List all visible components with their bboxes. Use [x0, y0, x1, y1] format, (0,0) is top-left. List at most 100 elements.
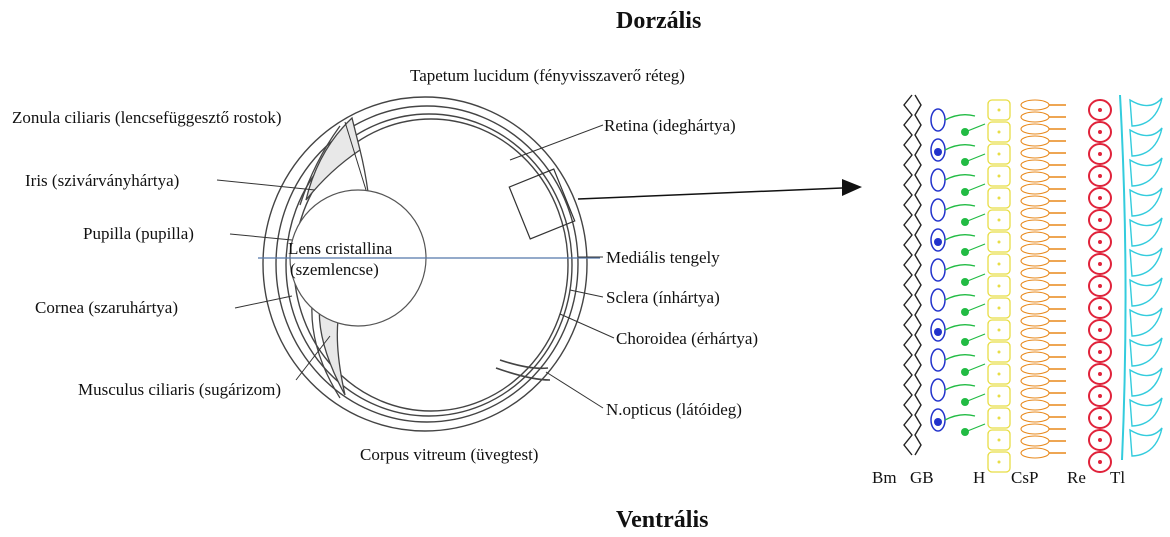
- photoreceptor-cell: [1021, 256, 1049, 266]
- pigment-cell-nucleus: [1098, 218, 1102, 222]
- tapetum-cell: [1130, 278, 1162, 306]
- bipolar-process: [965, 424, 985, 432]
- photoreceptor-cell: [1021, 328, 1049, 338]
- label-choroidea: Choroidea (érhártya): [616, 329, 758, 349]
- detail-arrow: [578, 179, 862, 199]
- horizontal-cell-nucleus: [998, 351, 1001, 354]
- photoreceptor-cell: [1021, 148, 1049, 158]
- tapetum-cell: [1130, 398, 1162, 426]
- bipolar-process: [965, 304, 985, 312]
- ganglion-cell: [931, 169, 945, 191]
- photoreceptor-cell: [1021, 196, 1049, 206]
- bipolar-process: [965, 394, 985, 402]
- bipolar-process: [945, 295, 975, 300]
- pigment-cell-nucleus: [1098, 262, 1102, 266]
- tapetum-cell: [1130, 218, 1162, 246]
- photoreceptor-cell: [1021, 124, 1049, 134]
- layer-label-h: H: [973, 468, 985, 488]
- photoreceptor-cell: [1021, 280, 1049, 290]
- bipolar-process: [965, 334, 985, 342]
- layer-label-bm: Bm: [872, 468, 897, 488]
- photoreceptor-cell: [1021, 304, 1049, 314]
- photoreceptor-cell: [1021, 100, 1049, 110]
- tapetum-cell: [1130, 128, 1162, 156]
- photoreceptor-cell: [1021, 208, 1049, 218]
- bipolar-process: [945, 205, 975, 210]
- label-lens-1: Lens cristallina: [288, 239, 392, 259]
- ganglion-cell: [931, 379, 945, 401]
- horizontal-cell-nucleus: [998, 373, 1001, 376]
- bipolar-process: [965, 214, 985, 222]
- bipolar-process: [945, 145, 975, 150]
- label-iris: Iris (szivárványhártya): [25, 171, 179, 191]
- bipolar-process: [965, 124, 985, 132]
- photoreceptor-cell: [1021, 424, 1049, 434]
- horizontal-cell-nucleus: [998, 285, 1001, 288]
- bipolar-process: [945, 385, 975, 390]
- pigment-cell-nucleus: [1098, 350, 1102, 354]
- label-cornea: Cornea (szaruhártya): [35, 298, 178, 318]
- bipolar-process: [945, 235, 975, 240]
- photoreceptor-cell: [1021, 172, 1049, 182]
- bm-membrane-line: [915, 95, 921, 455]
- photoreceptor-cell: [1021, 292, 1049, 302]
- pigment-cell-nucleus: [1098, 372, 1102, 376]
- photoreceptor-cell: [1021, 112, 1049, 122]
- tapetum-line: [1120, 95, 1126, 460]
- horizontal-cell-nucleus: [998, 153, 1001, 156]
- tapetum-cell: [1130, 248, 1162, 276]
- horizontal-cell-nucleus: [998, 439, 1001, 442]
- photoreceptor-cell: [1021, 316, 1049, 326]
- bipolar-process: [965, 274, 985, 282]
- photoreceptor-cell: [1021, 136, 1049, 146]
- label-vitreum: Corpus vitreum (üvegtest): [360, 445, 538, 465]
- pigment-cell-nucleus: [1098, 108, 1102, 112]
- photoreceptor-cell: [1021, 232, 1049, 242]
- label-sclera: Sclera (ínhártya): [606, 288, 720, 308]
- pigment-cell-nucleus: [1098, 196, 1102, 200]
- ventral-heading: Ventrális: [616, 507, 708, 534]
- horizontal-cell-nucleus: [998, 109, 1001, 112]
- pigment-cell-nucleus: [1098, 174, 1102, 178]
- ganglion-cell: [931, 259, 945, 281]
- pigment-cell-nucleus: [1098, 152, 1102, 156]
- horizontal-cell-nucleus: [998, 307, 1001, 310]
- optic-nerve: [496, 360, 550, 380]
- tapetum-cell: [1130, 98, 1162, 126]
- ganglion-nucleus: [934, 328, 942, 336]
- layer-label-gb: GB: [910, 468, 934, 488]
- bipolar-process: [945, 115, 975, 120]
- label-zonula: Zonula ciliaris (lencsefüggesztő rostok): [12, 108, 282, 128]
- photoreceptor-cell: [1021, 436, 1049, 446]
- label-musculus: Musculus ciliaris (sugárizom): [78, 380, 281, 400]
- label-medialis: Mediális tengely: [606, 248, 720, 268]
- photoreceptor-cell: [1021, 220, 1049, 230]
- pigment-cell-nucleus: [1098, 284, 1102, 288]
- horizontal-cell-nucleus: [998, 197, 1001, 200]
- tapetum-cell: [1130, 188, 1162, 216]
- retina-layer-detail: [904, 95, 1162, 472]
- horizontal-cell-nucleus: [998, 417, 1001, 420]
- photoreceptor-cell: [1021, 448, 1049, 458]
- horizontal-cell-nucleus: [998, 461, 1001, 464]
- tapetum-cell: [1130, 158, 1162, 186]
- horizontal-cell-nucleus: [998, 395, 1001, 398]
- pigment-cell-nucleus: [1098, 240, 1102, 244]
- bipolar-process: [945, 415, 975, 420]
- bipolar-process: [965, 364, 985, 372]
- photoreceptor-cell: [1021, 340, 1049, 350]
- ganglion-cell: [931, 199, 945, 221]
- horizontal-cell-nucleus: [998, 175, 1001, 178]
- ganglion-cell: [931, 109, 945, 131]
- photoreceptor-cell: [1021, 364, 1049, 374]
- pigment-cell-nucleus: [1098, 130, 1102, 134]
- ganglion-cell: [931, 289, 945, 311]
- horizontal-cell-nucleus: [998, 219, 1001, 222]
- horizontal-cell-nucleus: [998, 263, 1001, 266]
- pigment-cell-nucleus: [1098, 306, 1102, 310]
- ganglion-nucleus: [934, 418, 942, 426]
- dorsal-heading: Dorzális: [616, 8, 701, 35]
- label-retina: Retina (ideghártya): [604, 116, 736, 136]
- label-pupilla: Pupilla (pupilla): [83, 224, 194, 244]
- tapetum-cell: [1130, 308, 1162, 336]
